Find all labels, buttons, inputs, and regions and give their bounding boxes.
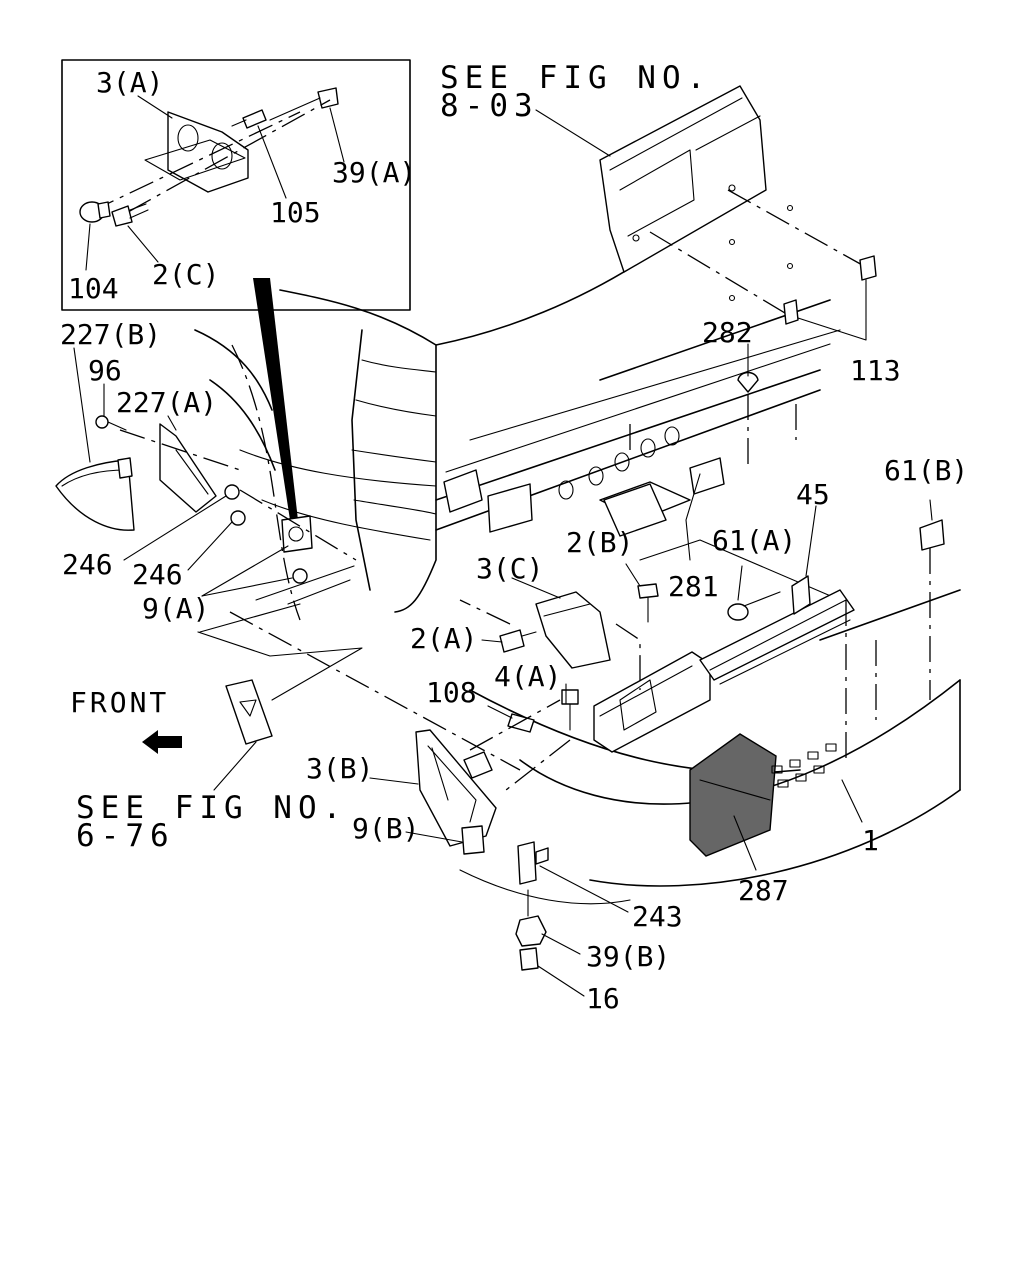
vent-grid xyxy=(771,743,837,788)
label-282: 282 xyxy=(702,316,753,349)
corner-panel xyxy=(369,729,863,997)
label-3b: 3(B) xyxy=(306,752,373,785)
label-16: 16 xyxy=(586,982,620,1015)
label-45: 45 xyxy=(796,478,830,511)
label-1: 1 xyxy=(862,824,879,857)
detail-inset xyxy=(61,59,411,311)
label-39b: 39(B) xyxy=(586,940,670,973)
see-fig-top-line2: 8-03 xyxy=(440,88,539,124)
label-287: 287 xyxy=(738,874,789,907)
label-113: 113 xyxy=(850,354,901,387)
label-9b: 9(B) xyxy=(352,812,419,845)
cab-body xyxy=(194,261,961,905)
floor-panel xyxy=(142,565,521,791)
see-fig-bottom-line1: SEE FIG NO. xyxy=(76,790,347,826)
label-3c: 3(C) xyxy=(476,552,543,585)
label-246-first: 246 xyxy=(62,548,113,581)
label-108: 108 xyxy=(426,676,477,709)
label-2a: 2(A) xyxy=(410,622,477,655)
step-assembly xyxy=(593,343,945,857)
label-61a: 61(A) xyxy=(712,524,796,557)
label-2c: 2(C) xyxy=(152,258,219,291)
label-2b: 2(B) xyxy=(566,526,633,559)
see-fig-top-line1: SEE FIG NO. xyxy=(440,60,711,96)
label-105: 105 xyxy=(270,196,321,229)
see-fig-bottom-line2: 6-76 xyxy=(76,818,175,854)
label-3a: 3(A) xyxy=(96,66,163,99)
label-4a: 4(A) xyxy=(494,660,561,693)
rear-panel xyxy=(535,85,877,341)
label-104: 104 xyxy=(68,272,119,305)
label-39a: 39(A) xyxy=(332,156,416,189)
callout-labels: SEE FIG NO. 8-03 SEE FIG NO. 6-76 FRONT xyxy=(70,60,711,854)
front-label: FRONT xyxy=(70,686,169,719)
label-281: 281 xyxy=(668,570,719,603)
label-243: 243 xyxy=(632,900,683,933)
label-61b: 61(B) xyxy=(884,454,968,487)
label-9a: 9(A) xyxy=(142,592,209,625)
label-96: 96 xyxy=(88,354,122,387)
center-fasteners xyxy=(459,563,659,791)
label-246-second: 246 xyxy=(132,558,183,591)
mudguard-parts xyxy=(55,347,357,597)
label-227b: 227(B) xyxy=(60,318,161,351)
part-number-labels: 3(A) 39(A) 105 104 2(C) 227(B) 96 227(A)… xyxy=(60,66,968,1015)
label-227a: 227(A) xyxy=(116,386,217,419)
